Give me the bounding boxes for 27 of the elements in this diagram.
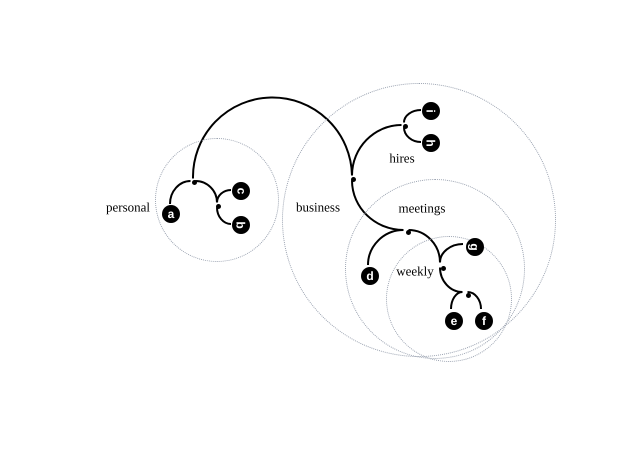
tree-branch [439,243,464,263]
branch-label: hires [389,152,415,164]
leaf-node: d [361,267,379,285]
tree-branch [403,127,422,143]
leaf-node: g [466,238,484,256]
group-label: weekly [396,264,434,278]
tree-branch [450,291,463,310]
tree-branch [192,96,353,179]
tree-branch [169,180,191,204]
group-label: meetings [398,202,446,214]
group-label: personal [106,200,150,214]
tree-branch [439,267,463,293]
leaf-node: b [232,216,250,234]
leaf-node: f [475,312,493,330]
leaf-node: h [422,134,440,152]
leaf-node: e [445,312,463,330]
tree-branch [216,189,232,203]
tree-branch [195,180,218,203]
leaf-node: i [422,102,440,120]
tree-branch [351,124,402,176]
leaf-node: c [232,182,250,200]
tree-branch [367,229,404,266]
leaf-node: a [162,205,180,223]
tree-branch [403,109,422,123]
group-label: business [296,200,340,214]
tree-branch [216,207,232,225]
tree-branch [467,291,482,310]
